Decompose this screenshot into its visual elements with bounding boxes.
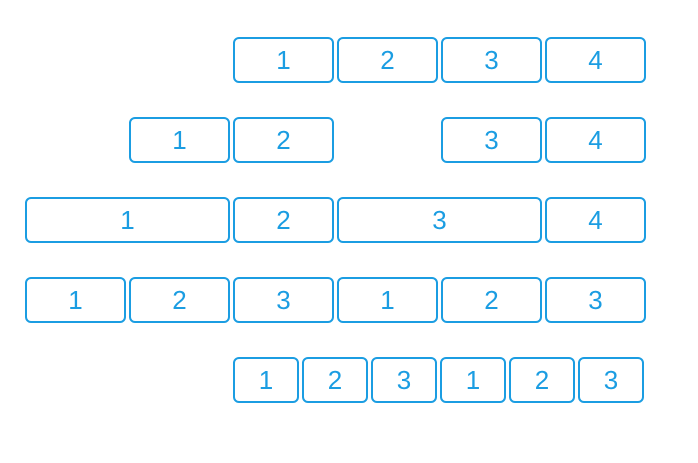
cell: 1 — [233, 37, 334, 83]
cell: 1 — [233, 357, 299, 403]
cell: 2 — [441, 277, 542, 323]
cell: 2 — [129, 277, 230, 323]
cell: 1 — [129, 117, 230, 163]
cell: 2 — [509, 357, 575, 403]
cell: 2 — [302, 357, 368, 403]
sequence-row-3: 1 2 3 4 — [25, 197, 646, 243]
sequence-row-5: 1 2 3 1 2 3 — [233, 357, 644, 403]
cell: 3 — [545, 277, 646, 323]
cell: 2 — [337, 37, 438, 83]
cell: 3 — [233, 277, 334, 323]
sequence-row-2-group-1: 1 2 — [129, 117, 334, 163]
cell: 3 — [371, 357, 437, 403]
cell: 3 — [441, 37, 542, 83]
cell: 4 — [545, 117, 646, 163]
cell: 3 — [578, 357, 644, 403]
cell: 2 — [233, 197, 334, 243]
cell: 1 — [337, 277, 438, 323]
cell: 2 — [233, 117, 334, 163]
sequence-row-1: 1 2 3 4 — [233, 37, 646, 83]
sequence-row-2-group-2: 3 4 — [441, 117, 646, 163]
cell: 1 — [440, 357, 506, 403]
cell: 4 — [545, 197, 646, 243]
cell: 3 — [441, 117, 542, 163]
cell: 1 — [25, 197, 230, 243]
cell: 1 — [25, 277, 126, 323]
sequence-row-4: 1 2 3 1 2 3 — [25, 277, 646, 323]
cell: 3 — [337, 197, 542, 243]
cell: 4 — [545, 37, 646, 83]
